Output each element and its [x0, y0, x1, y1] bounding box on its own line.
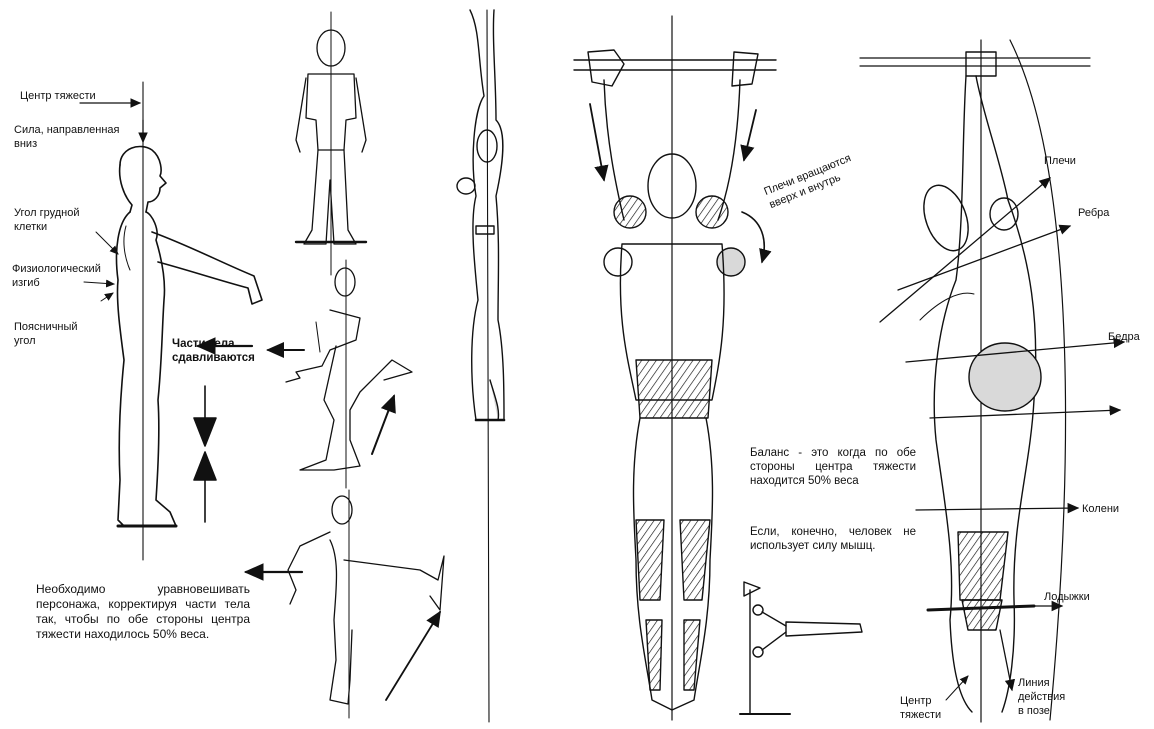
- label-ribs: Ребра: [1078, 206, 1109, 220]
- label-hips: Бедра: [1108, 330, 1140, 344]
- label-physiological-curve-line1: Физиологический: [12, 262, 101, 276]
- label-line-of-action-line2: действия: [1018, 690, 1065, 704]
- label-center-of-gravity: Центр тяжести: [20, 89, 96, 103]
- label-lumbar-angle: Поясничный угол: [14, 320, 78, 348]
- handstand-figure: [457, 10, 504, 722]
- front-figure: [296, 12, 366, 275]
- horizontal-bar-figure: [740, 582, 862, 714]
- label-compression-line2: сдавливаются: [172, 351, 255, 365]
- label-chest-angle: Угол грудной клетки: [14, 206, 80, 234]
- label-chest-angle-line1: Угол грудной: [14, 206, 80, 220]
- label-physiological-curve: Физиологический изгиб: [12, 262, 101, 290]
- label-line-of-action-line1: Линия: [1018, 676, 1065, 690]
- label-force-down-line2: вниз: [14, 137, 119, 151]
- label-center-of-gravity-right-line2: тяжести: [900, 708, 941, 722]
- hanging-front-figure: [574, 16, 776, 720]
- standing-figure: [117, 82, 263, 560]
- label-knees: Колени: [1082, 502, 1119, 516]
- label-lumbar-angle-line1: Поясничный: [14, 320, 78, 334]
- hanging-side-figure: [860, 40, 1090, 722]
- label-ankles: Лодыжки: [1044, 590, 1090, 604]
- running-figure: [286, 260, 412, 488]
- label-center-of-gravity-right-line1: Центр: [900, 694, 941, 708]
- label-chest-angle-line2: клетки: [14, 220, 80, 234]
- label-shoulders: Плечи: [1044, 154, 1076, 168]
- label-force-down: Сила, направленная вниз: [14, 123, 119, 151]
- paragraph-balance-definition: Баланс - это когда по обе стороны центра…: [750, 446, 916, 488]
- label-compression: Части тела сдавливаются: [172, 337, 255, 365]
- kicking-figure: [288, 490, 444, 718]
- label-line-of-action-line3: в позе: [1018, 704, 1065, 718]
- label-center-of-gravity-right: Центр тяжести: [900, 694, 941, 722]
- compression-arrows: [194, 386, 216, 522]
- label-force-down-line1: Сила, направленная: [14, 123, 119, 137]
- label-compression-line1: Части тела: [172, 337, 255, 351]
- label-physiological-curve-line2: изгиб: [12, 276, 101, 290]
- label-line-of-action: Линия действия в позе: [1018, 676, 1065, 718]
- paragraph-balance-instruction: Необходимо уравновешивать персонажа, кор…: [36, 582, 250, 642]
- label-lumbar-angle-line2: угол: [14, 334, 78, 348]
- paragraph-muscle-note: Если, конечно, человек не использует сил…: [750, 525, 916, 553]
